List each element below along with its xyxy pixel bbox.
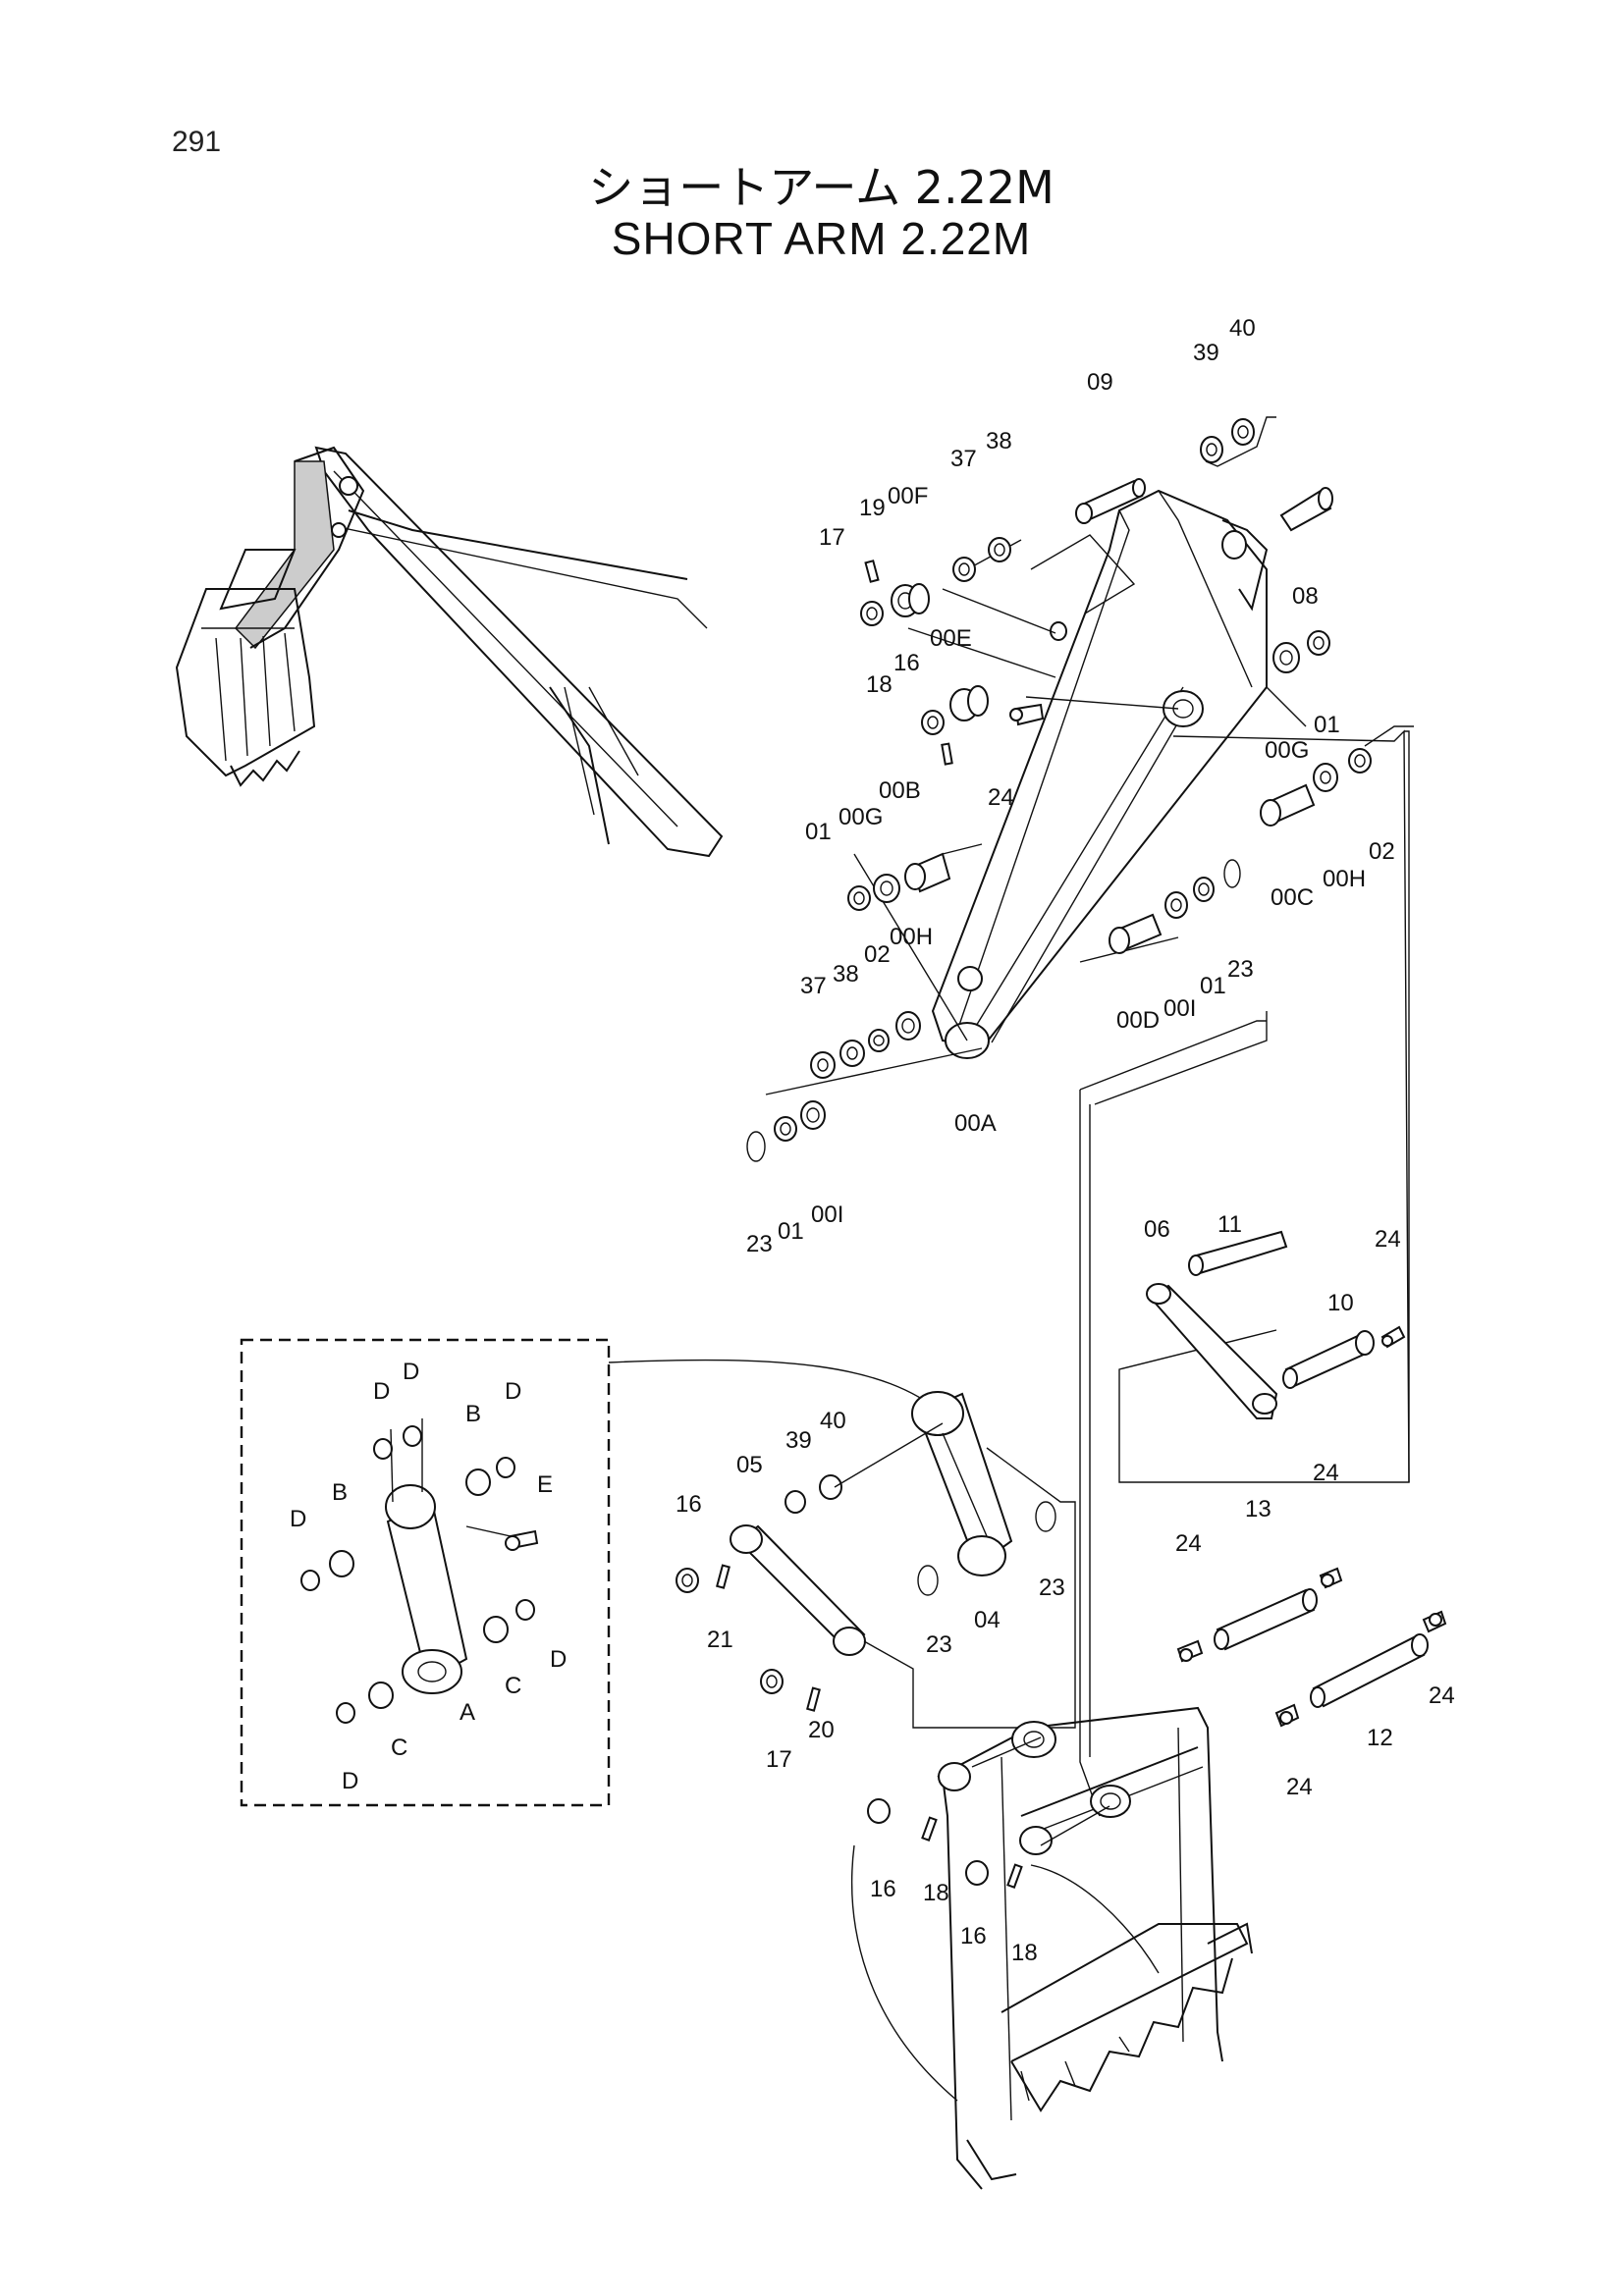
callout-00G: 00G [839,804,883,830]
callout-16: 16 [960,1923,987,1949]
callout-18: 18 [866,671,893,698]
callout-04: 04 [974,1607,1001,1633]
callout-40: 40 [1229,315,1256,342]
callout-A: A [460,1699,475,1726]
callout-00F: 00F [888,483,928,509]
callout-00G: 00G [1265,737,1309,764]
callout-23: 23 [926,1631,952,1658]
callout-00H: 00H [1323,866,1366,892]
callout-16: 16 [676,1491,702,1518]
excavator-overview-illustration [175,446,724,858]
callout-24: 24 [1175,1530,1202,1557]
callout-18: 18 [1011,1940,1038,1966]
callout-37: 37 [800,973,827,999]
callout-00H: 00H [890,924,933,950]
callout-00I: 00I [811,1201,843,1228]
arm-leader-lines [765,534,1414,1817]
callout-24: 24 [1375,1226,1401,1253]
callout-D: D [290,1506,306,1532]
callout-18: 18 [923,1880,949,1906]
callout-08: 08 [1292,583,1319,610]
callout-24: 24 [1429,1682,1455,1709]
callout-39: 39 [785,1427,812,1454]
callout-23: 23 [1227,956,1254,983]
callout-06: 06 [1144,1216,1170,1243]
page-number: 291 [172,126,222,158]
callout-02: 02 [1369,838,1395,865]
callout-00I: 00I [1163,995,1196,1022]
callout-E: E [537,1471,553,1498]
callout-01: 01 [1200,973,1226,999]
callout-D: D [505,1378,521,1405]
pins-12-13 [1176,1567,1447,1728]
callout-D: D [403,1359,419,1385]
upper-pin-parts [746,416,1372,1162]
callout-labels: 40 39 09 38 37 00F 19 17 08 00E 16 18 24… [290,315,1455,1966]
callout-00C: 00C [1271,884,1314,911]
callout-00E: 00E [930,625,972,652]
callout-C: C [391,1735,407,1761]
callout-D: D [550,1646,567,1673]
callout-19: 19 [859,495,886,521]
callout-01: 01 [778,1218,804,1245]
callout-24: 24 [1286,1774,1313,1800]
callout-16: 16 [870,1876,896,1902]
callout-B: B [465,1401,481,1427]
callout-24: 24 [988,784,1014,811]
callout-11: 11 [1217,1211,1242,1238]
links-04-05 [676,1391,1076,1729]
callout-38: 38 [986,428,1012,454]
bucket-illustration [851,1706,1253,2190]
callout-24: 24 [1313,1460,1339,1486]
callout-00A: 00A [954,1110,997,1137]
callout-00B: 00B [879,777,921,804]
callout-23: 23 [1039,1575,1065,1601]
callout-10: 10 [1327,1290,1354,1316]
detail-inset [240,1338,944,1807]
callout-01: 01 [1314,712,1340,738]
callout-20: 20 [808,1717,835,1743]
callout-D: D [373,1378,390,1405]
title-english: SHORT ARM 2.22M [611,213,1032,264]
callout-37: 37 [950,446,977,472]
callout-05: 05 [736,1452,763,1478]
callout-39: 39 [1193,340,1219,366]
callout-17: 17 [766,1746,792,1773]
callout-D: D [342,1768,358,1794]
title-japanese: ショートアーム 2.22M [588,161,1055,214]
callout-23: 23 [746,1231,773,1257]
callout-00D: 00D [1116,1007,1160,1034]
callout-17: 17 [819,524,845,551]
link-06-and-pins [1146,1230,1406,1419]
callout-40: 40 [820,1408,846,1434]
callout-B: B [332,1479,348,1506]
callout-38: 38 [833,961,859,988]
callout-12: 12 [1367,1725,1393,1751]
callout-02: 02 [864,941,891,968]
callout-C: C [505,1673,521,1699]
callout-09: 09 [1087,369,1113,396]
short-arm-body [931,489,1269,1059]
callout-01: 01 [805,819,832,845]
callout-21: 21 [707,1627,733,1653]
callout-16: 16 [893,650,920,676]
callout-13: 13 [1245,1496,1271,1522]
